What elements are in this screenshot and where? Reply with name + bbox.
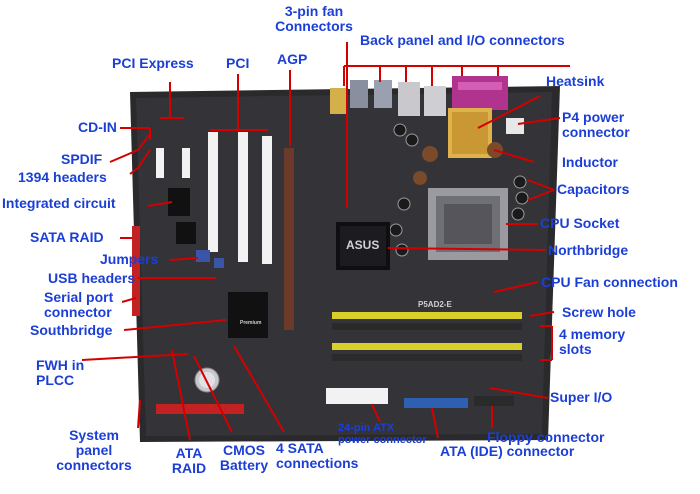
- label-jumpers: Jumpers: [100, 251, 159, 267]
- label-pci-express: PCI Express: [112, 55, 194, 71]
- ide-connector: [404, 398, 468, 408]
- p4-power-connector: [506, 118, 524, 134]
- label-super-io: Super I/O: [550, 389, 613, 405]
- label-cpu-socket: CPU Socket: [540, 215, 620, 231]
- label-usb-headers: USB headers: [48, 270, 136, 286]
- label-1394-headers: 1394 headers: [18, 169, 107, 185]
- label-inductor: Inductor: [562, 154, 618, 170]
- label-4-memory-slots: 4 memory slots: [559, 326, 626, 357]
- label-integrated-circuit: Integrated circuit: [2, 195, 116, 211]
- memory-slots: [332, 312, 522, 361]
- label-floppy-connector: Floppy connector: [487, 429, 605, 445]
- label-fwh-plcc: FWH in PLCC: [36, 357, 85, 388]
- agp-slot: [284, 148, 294, 330]
- label-ata-ide: ATA (IDE) connector: [440, 443, 575, 459]
- label-sata-raid: SATA RAID: [30, 229, 104, 245]
- asus-logo: ASUS: [346, 238, 380, 252]
- label-capacitors: Capacitors: [557, 181, 630, 197]
- ata-raid-connector: [156, 404, 244, 414]
- label-4-sata-connections: 4 SATA connections: [276, 440, 359, 471]
- label-heatsink: Heatsink: [546, 73, 605, 89]
- southbridge: [228, 292, 268, 338]
- label-24pin-atx: 24-pin ATX power connector: [338, 422, 427, 446]
- atx-24pin: [326, 388, 388, 404]
- label-cpu-fan: CPU Fan connection: [541, 274, 678, 290]
- floppy-connector: [474, 396, 514, 406]
- label-cmos-battery: CMOS Battery: [219, 442, 269, 473]
- label-pci: PCI: [226, 55, 250, 71]
- label-ata-raid: ATA RAID: [171, 445, 207, 476]
- label-system-panel-connectors: System panel connectors: [56, 427, 132, 473]
- label-agp: AGP: [277, 51, 308, 67]
- southbridge-logo-text: Premium: [240, 320, 262, 326]
- label-serial-port: Serial port connector: [44, 289, 114, 320]
- label-cd-in: CD-IN: [78, 119, 117, 135]
- label-southbridge: Southbridge: [30, 322, 113, 338]
- back-panel-connectors: [330, 76, 508, 116]
- label-screw-hole: Screw hole: [562, 304, 636, 320]
- label-3pin-fan-connectors: 3-pin fan Connectors: [275, 3, 353, 34]
- label-northbridge: Northbridge: [548, 242, 629, 258]
- board-model-text: P5AD2-E: [418, 300, 452, 309]
- label-back-panel: Back panel and I/O connectors: [360, 32, 565, 48]
- label-p4-power: P4 power connector: [562, 109, 630, 140]
- label-spdif: SPDIF: [61, 151, 103, 167]
- leader-lines: [81, 42, 570, 441]
